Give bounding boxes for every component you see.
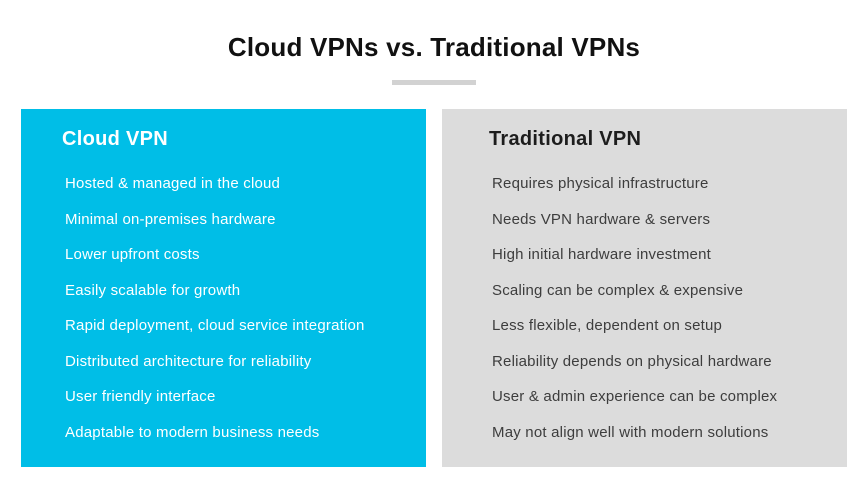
traditional-vpn-feature-item: May not align well with modern solutions — [492, 423, 769, 441]
traditional-vpn-feature-item: Requires physical infrastructure — [492, 175, 709, 193]
cloud-vpn-panel-header: Cloud VPN — [62, 128, 169, 150]
page-title: Cloud VPNs vs. Traditional VPNs — [227, 32, 641, 62]
title-divider — [392, 80, 476, 85]
traditional-vpn-feature-item: Reliability depends on physical hardware — [492, 352, 772, 370]
cloud-vpn-feature-item: Minimal on-premises hardware — [65, 210, 276, 228]
traditional-vpn-feature-item: High initial hardware investment — [492, 246, 711, 264]
cloud-vpn-feature-item: Adaptable to modern business needs — [65, 423, 320, 441]
traditional-vpn-feature-item: Needs VPN hardware & servers — [492, 210, 711, 228]
traditional-vpn-panel-header: Traditional VPN — [489, 128, 642, 150]
traditional-vpn-feature-item: Less flexible, dependent on setup — [492, 317, 723, 335]
cloud-vpn-feature-item: Distributed architecture for reliability — [65, 352, 312, 370]
cloud-vpn-feature-item: Rapid deployment, cloud service integrat… — [65, 317, 365, 335]
traditional-vpn-feature-item: Scaling can be complex & expensive — [492, 281, 744, 299]
traditional-vpn-feature-item: User & admin experience can be complex — [492, 388, 778, 406]
cloud-vpn-feature-item: Hosted & managed in the cloud — [65, 175, 281, 193]
traditional-vpn-panel: Traditional VPN Requires physical infras… — [442, 109, 847, 467]
cloud-vpn-feature-item: Easily scalable for growth — [65, 281, 241, 299]
cloud-vpn-feature-item: User friendly interface — [65, 388, 216, 406]
cloud-vpn-feature-item: Lower upfront costs — [65, 246, 200, 264]
